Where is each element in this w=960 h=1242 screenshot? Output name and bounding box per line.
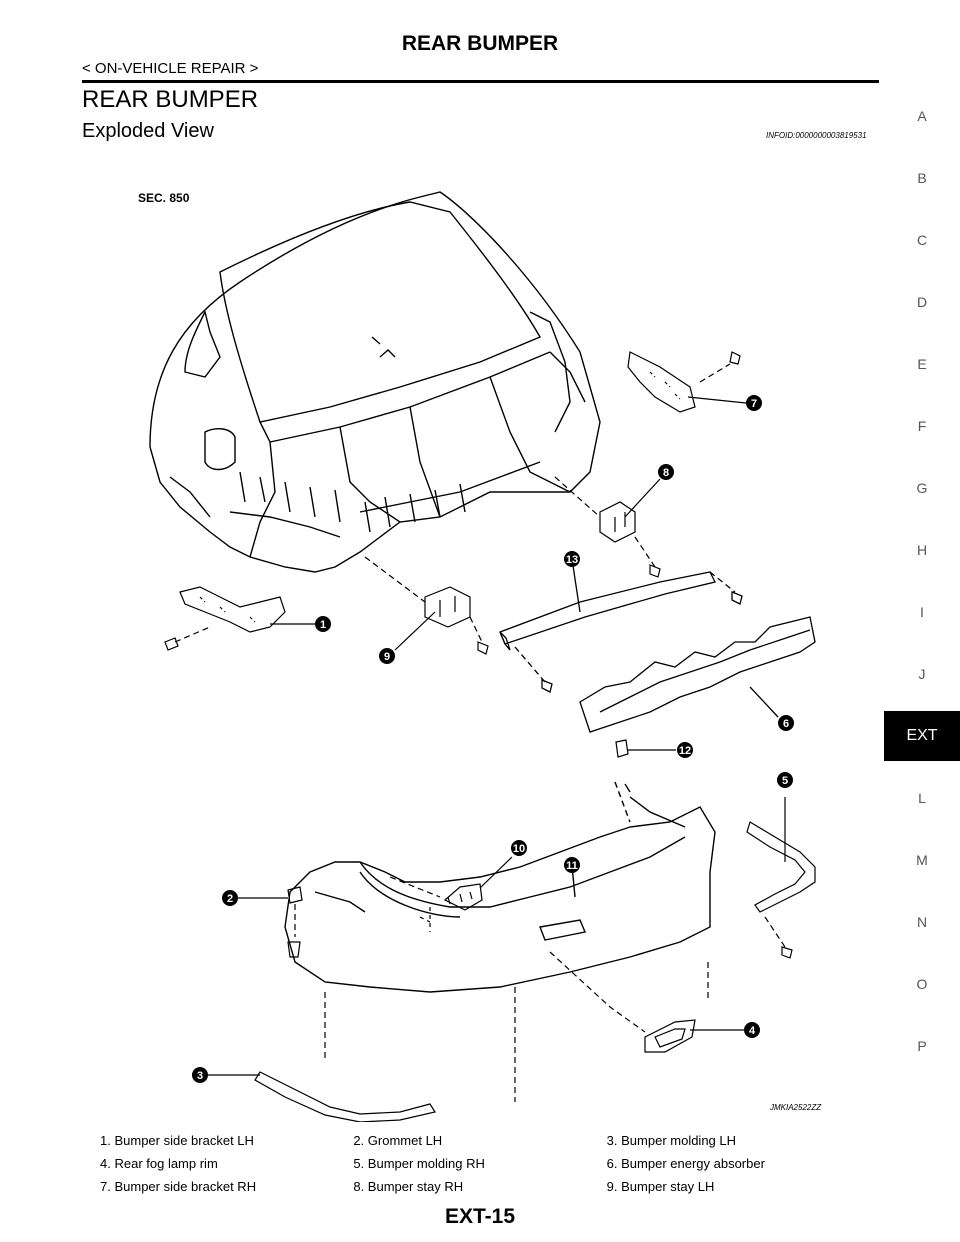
- bumper-molding-rh: [746, 797, 816, 959]
- page-number: EXT-15: [444, 1205, 516, 1228]
- callout-label: 1: [320, 619, 326, 631]
- legend-item: 9. Bumper stay LH: [607, 1179, 860, 1202]
- tab-l[interactable]: L: [918, 790, 926, 806]
- legend-number: 6.: [606, 1156, 618, 1171]
- legend-item: 1. Bumper side bracket LH: [100, 1133, 353, 1156]
- tab-n[interactable]: N: [916, 914, 928, 930]
- callout-label: 2: [227, 893, 233, 905]
- tab-ext[interactable]: EXT: [884, 711, 960, 761]
- rear-fog-lamp-rim: [549, 951, 744, 1053]
- legend-number: 7.: [100, 1179, 111, 1194]
- tab-e[interactable]: E: [917, 356, 927, 372]
- sec-label: SEC. 850: [138, 191, 190, 205]
- tab-c[interactable]: C: [916, 232, 928, 248]
- callout-3: 3: [192, 1067, 208, 1083]
- legend-number: 3.: [606, 1133, 618, 1148]
- bumper-stay-rh: [554, 476, 661, 578]
- legend-item: 3. Bumper molding LH: [607, 1133, 860, 1156]
- legend-number: 5.: [353, 1156, 365, 1171]
- legend-label: Grommet LH: [367, 1133, 443, 1148]
- header-divider: [82, 80, 879, 83]
- callout-label: 11: [566, 860, 578, 872]
- callout-13: 13: [564, 551, 580, 567]
- legend-row: 1. Bumper side bracket LH 2. Grommet LH …: [100, 1133, 860, 1156]
- tab-b[interactable]: B: [917, 170, 927, 186]
- tab-j[interactable]: J: [918, 666, 926, 682]
- vehicle-body: [149, 191, 601, 573]
- callout-9: 9: [379, 648, 395, 664]
- legend-item: 6. Bumper energy absorber: [607, 1156, 860, 1179]
- callout-11: 11: [564, 857, 580, 873]
- tab-i[interactable]: I: [920, 604, 924, 620]
- legend-number: 2.: [353, 1133, 365, 1148]
- tab-f[interactable]: F: [917, 418, 927, 434]
- callout-label: 7: [751, 398, 757, 410]
- legend-number: 4.: [100, 1156, 111, 1171]
- callout-label: 3: [197, 1070, 203, 1082]
- legend-label: Rear fog lamp rim: [114, 1156, 218, 1171]
- callout-6: 6: [778, 715, 794, 731]
- legend-label: Bumper molding RH: [367, 1156, 485, 1171]
- legend-row: 4. Rear fog lamp rim 5. Bumper molding R…: [100, 1156, 860, 1179]
- section-heading: REAR BUMPER: [82, 86, 259, 113]
- tab-a[interactable]: A: [917, 108, 927, 124]
- bumper-molding-lh: [208, 962, 709, 1122]
- legend-item: 8. Bumper stay RH: [353, 1179, 606, 1202]
- callout-label: 10: [513, 843, 525, 855]
- tab-g[interactable]: G: [916, 480, 928, 496]
- callout-1: 1: [315, 616, 331, 632]
- bumper-stay-lh: [364, 556, 489, 655]
- callout-label: 9: [384, 651, 390, 663]
- legend-number: 9.: [606, 1179, 618, 1194]
- bumper-side-bracket-rh: [627, 351, 747, 413]
- legend-item: 4. Rear fog lamp rim: [100, 1156, 353, 1179]
- grommet-lh: [238, 886, 303, 958]
- callout-12: 12: [677, 742, 693, 758]
- legend-row: 7. Bumper side bracket RH 8. Bumper stay…: [100, 1179, 860, 1202]
- callout-2: 2: [222, 890, 238, 906]
- callout-label: 6: [783, 718, 789, 730]
- tab-p[interactable]: P: [917, 1038, 927, 1054]
- callout-4: 4: [744, 1022, 760, 1038]
- page-header-title: REAR BUMPER: [401, 32, 559, 55]
- callout-label: 8: [663, 467, 669, 479]
- image-code: JMKIA2522ZZ: [769, 1103, 822, 1112]
- legend-item: 5. Bumper molding RH: [353, 1156, 606, 1179]
- bumper-side-bracket-lh: [164, 586, 315, 651]
- grommet-12: [615, 739, 676, 758]
- subsection-heading: Exploded View: [82, 120, 214, 142]
- legend-number: 8.: [353, 1179, 365, 1194]
- callout-5: 5: [777, 772, 793, 788]
- legend-item: 2. Grommet LH: [353, 1133, 606, 1156]
- legend-label: Bumper side bracket LH: [114, 1133, 254, 1148]
- callout-label: 5: [782, 775, 788, 787]
- callout-10: 10: [511, 840, 527, 856]
- fog-lamp-bracket-10: [389, 856, 513, 932]
- callout-label: 13: [566, 554, 578, 566]
- section-path: < ON-VEHICLE REPAIR >: [82, 60, 259, 77]
- legend-label: Bumper side bracket RH: [114, 1179, 257, 1194]
- tab-o[interactable]: O: [916, 976, 928, 992]
- callout-label: 12: [679, 745, 691, 757]
- callout-7: 7: [746, 395, 762, 411]
- parts-legend: 1. Bumper side bracket LH 2. Grommet LH …: [100, 1133, 860, 1202]
- bumper-fascia: [284, 781, 716, 993]
- legend-label: Bumper molding LH: [621, 1133, 737, 1148]
- legend-label: Bumper stay RH: [367, 1179, 464, 1194]
- legend-item: 7. Bumper side bracket RH: [100, 1179, 353, 1202]
- bumper-reinforcement: [499, 558, 743, 693]
- exploded-view-diagram: SEC. 850: [138, 191, 822, 1122]
- bumper-energy-absorber: [579, 616, 816, 733]
- legend-label: Bumper energy absorber: [621, 1156, 765, 1171]
- tab-m[interactable]: M: [916, 852, 928, 868]
- legend-number: 1.: [100, 1133, 111, 1148]
- legend-label: Bumper stay LH: [621, 1179, 715, 1194]
- tab-d[interactable]: D: [916, 294, 928, 310]
- callout-label: 4: [749, 1025, 756, 1037]
- info-id: INFOID:0000000003819531: [766, 131, 867, 140]
- callout-8: 8: [658, 464, 674, 480]
- tab-h[interactable]: H: [916, 542, 928, 558]
